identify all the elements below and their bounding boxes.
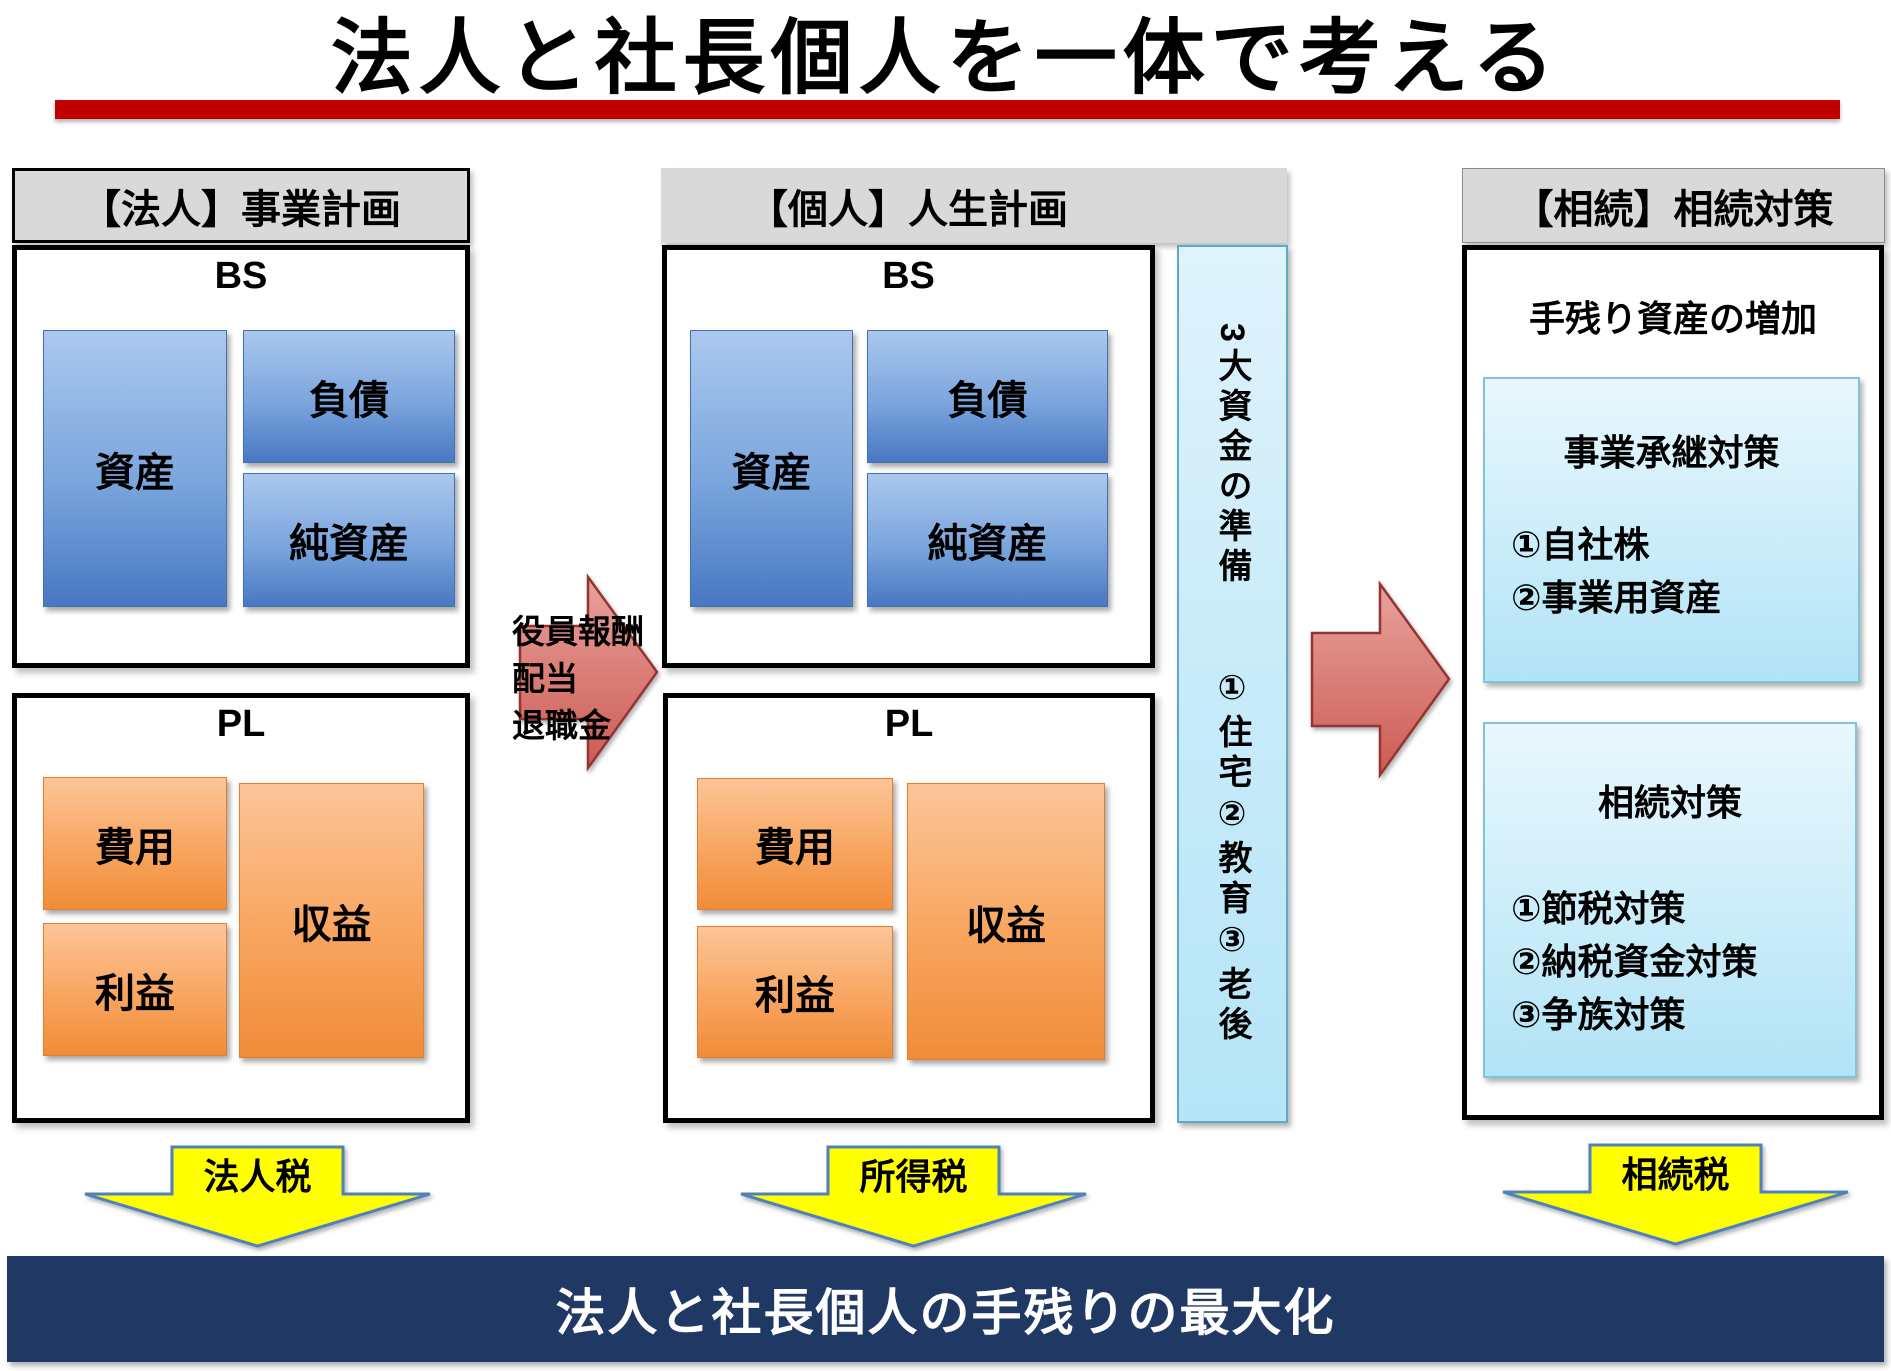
measures-items: ①節税対策 ②納税資金対策 ③争族対策 [1485, 882, 1855, 1041]
personal-header-label: 【個人】人生計画 [748, 187, 1068, 232]
personal-revenue-box: 収益 [907, 783, 1105, 1060]
corporate-header: 【法人】事業計画 [12, 168, 470, 243]
measures-item: ①節税対策 [1511, 888, 1686, 929]
corporate-tax-down-arrow-icon [84, 1145, 431, 1248]
footer-label: 法人と社長個人の手残りの最大化 [555, 1285, 1336, 1341]
measures-item: ②納税資金対策 [1511, 941, 1758, 982]
corporate-liabilities-box: 負債 [243, 330, 455, 463]
measures-title: 相続対策 [1597, 782, 1742, 823]
personal-assets-box: 資産 [690, 330, 853, 607]
personal-bs-label: BS [882, 255, 935, 297]
corporate-expenses-box: 費用 [43, 777, 227, 910]
funds-bar: 3大資金の準備 ①住宅②教育③老後 [1177, 245, 1288, 1123]
transfer-arrow-label: 役員報酬 配当 退職金 [512, 613, 644, 744]
measures-box: 相続対策 ①節税対策 ②納税資金対策 ③争族対策 [1483, 722, 1857, 1078]
succession-box: 事業承継対策 ①自社株 ②事業用資産 [1483, 377, 1860, 683]
inheritance-subtitle: 手残り資産の増加 [1528, 298, 1817, 339]
succession-items: ①自社株 ②事業用資産 [1485, 518, 1858, 624]
corporate-bs-label: BS [214, 255, 268, 297]
corporate-tax-label: 法人税 [203, 1156, 312, 1197]
transfer-right-arrow-icon [518, 573, 659, 772]
corporate-pl-label: PL [216, 703, 266, 745]
corporate-net-assets-box: 純資産 [243, 473, 455, 607]
personal-liabilities-box: 負債 [867, 330, 1108, 463]
succession-item: ②事業用資産 [1511, 577, 1722, 618]
measures-item: ③争族対策 [1511, 994, 1686, 1035]
inheritance-header: 【相続】相続対策 [1462, 168, 1885, 243]
corporate-revenue-box: 収益 [239, 783, 424, 1058]
succession-title: 事業承継対策 [1563, 432, 1780, 473]
footer-banner: 法人と社長個人の手残りの最大化 [7, 1256, 1884, 1362]
personal-expenses-box: 費用 [697, 778, 893, 910]
personal-tax-down-arrow-icon [740, 1145, 1087, 1248]
title-underline [55, 100, 1840, 119]
succession-item: ①自社株 [1511, 524, 1650, 565]
corporate-profit-box: 利益 [43, 923, 227, 1056]
personal-pl-label: PL [884, 703, 934, 745]
personal-net-assets-box: 純資産 [867, 473, 1108, 607]
inheritance-tax-arrow: 相続税 [1500, 1143, 1851, 1246]
personal-tax-label: 所得税 [859, 1156, 968, 1197]
personal-profit-box: 利益 [697, 926, 893, 1058]
promote-right-arrow-icon [1310, 580, 1451, 779]
funds-bar-label: 3大資金の準備 ①住宅②教育③老後 [1213, 322, 1251, 1046]
corporate-assets-box: 資産 [43, 330, 227, 607]
page-title: 法人と社長個人を一体で考える [330, 12, 1561, 104]
personal-header: 【個人】人生計画 [661, 168, 1287, 243]
personal-tax-arrow: 所得税 [738, 1145, 1089, 1248]
corporate-tax-arrow: 法人税 [82, 1145, 433, 1248]
inheritance-tax-label: 相続税 [1621, 1154, 1730, 1195]
inheritance-tax-down-arrow-icon [1502, 1143, 1849, 1246]
